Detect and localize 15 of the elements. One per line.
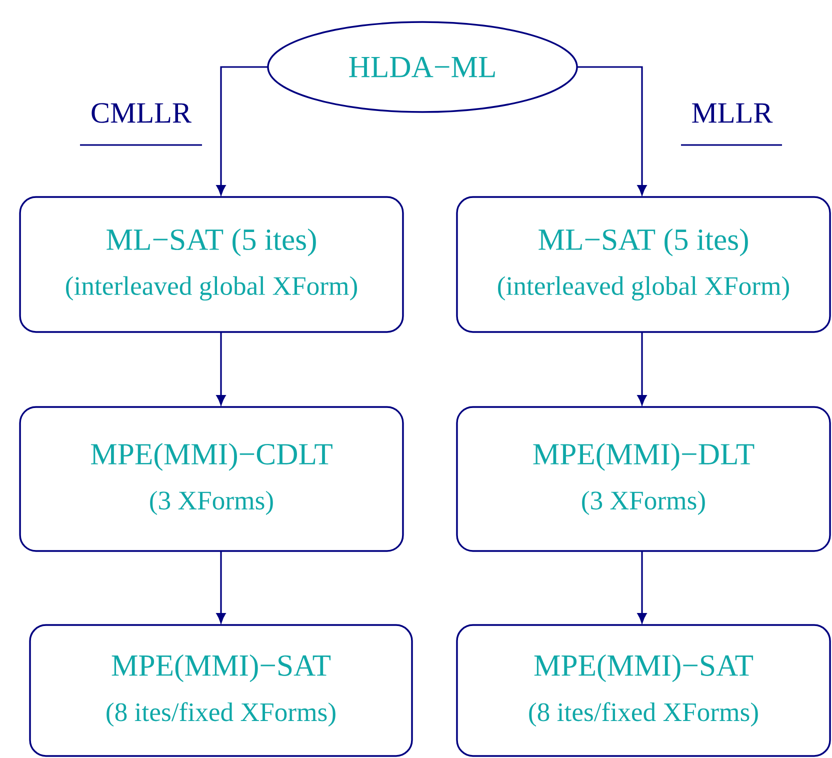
arrow: [216, 332, 226, 405]
edge-label: CMLLR: [80, 103, 202, 146]
arrow: [216, 551, 226, 624]
arrow: [216, 66, 268, 196]
arrow: [637, 332, 647, 405]
edge-label: MLLR: [681, 103, 782, 146]
process-box: MPE(MMI)−CDLT (3 XForms): [19, 406, 404, 552]
process-box: ML−SAT (5 ites) (interleaved global XForm): [456, 196, 831, 333]
arrow: [637, 551, 647, 624]
process-box: MPE(MMI)−SAT (8 ites/fixed XForms): [29, 624, 413, 757]
arrow: [577, 66, 647, 196]
process-box: MPE(MMI)−SAT (8 ites/fixed XForms): [456, 624, 831, 757]
process-box: MPE(MMI)−DLT (3 XForms): [456, 406, 831, 552]
process-box: ML−SAT (5 ites) (interleaved global XForm): [19, 196, 404, 333]
oval-node: HLDA−ML: [267, 21, 578, 113]
